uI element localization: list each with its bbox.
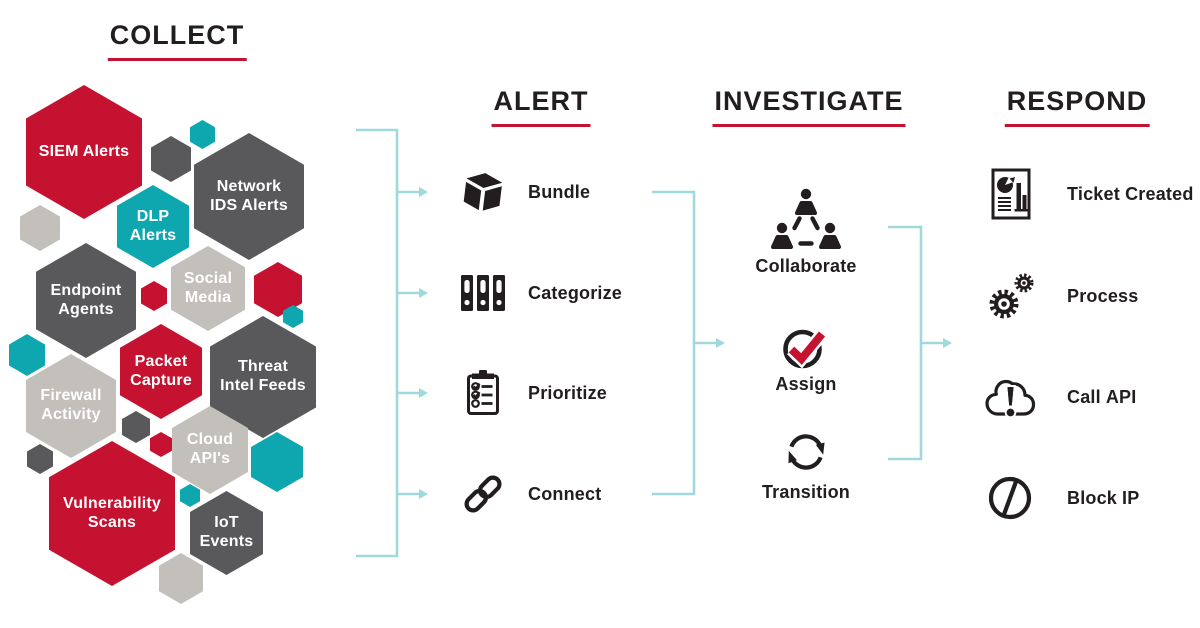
decorative-hexagon (150, 432, 172, 457)
hexagon-endpoint-agents: Endpoint Agents (36, 243, 136, 358)
hexagon-network-ids-alerts: Network IDS Alerts (194, 133, 304, 260)
report-document-icon (985, 167, 1037, 221)
checkmark-circle-icon (780, 322, 832, 372)
investigate-item-transition: Transition (744, 428, 868, 503)
hexagon-label: DLP Alerts (129, 207, 177, 244)
investigate-item-collaborate: Collaborate (744, 186, 868, 277)
item-label: Prioritize (528, 382, 608, 403)
block-icon (985, 471, 1037, 525)
hexagon-label: Threat Intel Feeds (220, 358, 306, 394)
decorative-hexagon (9, 334, 45, 376)
item-label: Process (1067, 285, 1139, 306)
decorative-hexagon (27, 444, 53, 474)
decorative-hexagon (190, 120, 215, 149)
item-label: Ticket Created (1067, 183, 1194, 204)
gears-icon (985, 269, 1037, 323)
chain-link-icon (459, 470, 507, 518)
respond-item-process: Process (985, 269, 1138, 323)
hexagon-label: Packet Capture (130, 352, 192, 389)
investigate-item-assign: Assign (744, 322, 868, 395)
cycle-arrows-icon (780, 428, 832, 474)
hexagon-iot-events: IoT Events (190, 491, 263, 575)
alert-title: ALERT (491, 86, 591, 127)
hexagon-label: Social Media (183, 269, 233, 306)
decorative-hexagon (122, 411, 150, 443)
alert-item-connect: Connect (459, 470, 601, 518)
hexagon-vulnerability-scans: Vulnerability Scans (49, 441, 175, 586)
hexagon-firewall-activity: Firewall Activity (26, 354, 116, 458)
hexagon-label: Endpoint Agents (50, 281, 122, 318)
item-label: Collaborate (755, 256, 857, 276)
alert-item-categorize: Categorize (459, 269, 622, 317)
hexagon-label: SIEM Alerts (38, 142, 130, 160)
hexagon-dlp-alerts: DLP Alerts (117, 185, 189, 268)
decorative-hexagon (151, 136, 191, 182)
checklist-icon (459, 369, 507, 417)
investigate-title: INVESTIGATE (712, 86, 906, 127)
collect-title: COLLECT (107, 20, 247, 61)
alert-item-prioritize: Prioritize (459, 369, 607, 417)
decorative-hexagon (283, 305, 303, 328)
hexagon-siem-alerts: SIEM Alerts (26, 85, 142, 219)
item-label: Connect (528, 483, 602, 504)
hexagon-packet-capture: Packet Capture (120, 324, 202, 419)
cube-icon (459, 168, 507, 216)
binders-icon (459, 269, 507, 317)
decorative-hexagon (159, 553, 203, 604)
cloud-alert-icon (985, 370, 1037, 424)
hexagon-label: Cloud API's (186, 431, 234, 467)
people-triangle-icon (768, 186, 844, 250)
hexagon-label: Vulnerability Scans (62, 494, 162, 531)
hexagon-social-media: Social Media (171, 246, 245, 331)
alert-item-bundle: Bundle (459, 168, 590, 216)
respond-title: RESPOND (1004, 86, 1150, 127)
item-label: Bundle (528, 181, 591, 202)
decorative-hexagon (180, 484, 200, 507)
respond-item-ticket-created: Ticket Created (985, 167, 1194, 221)
decorative-hexagon (251, 432, 303, 492)
hexagon-label: Network IDS Alerts (210, 177, 288, 214)
item-label: Transition (761, 482, 850, 502)
decorative-hexagon (141, 281, 167, 311)
hexagon-label: IoT Events (199, 514, 254, 550)
hexagon-label: Firewall Activity (40, 387, 102, 423)
item-label: Assign (775, 374, 837, 394)
decorative-hexagon (20, 205, 60, 251)
item-label: Categorize (528, 282, 623, 303)
